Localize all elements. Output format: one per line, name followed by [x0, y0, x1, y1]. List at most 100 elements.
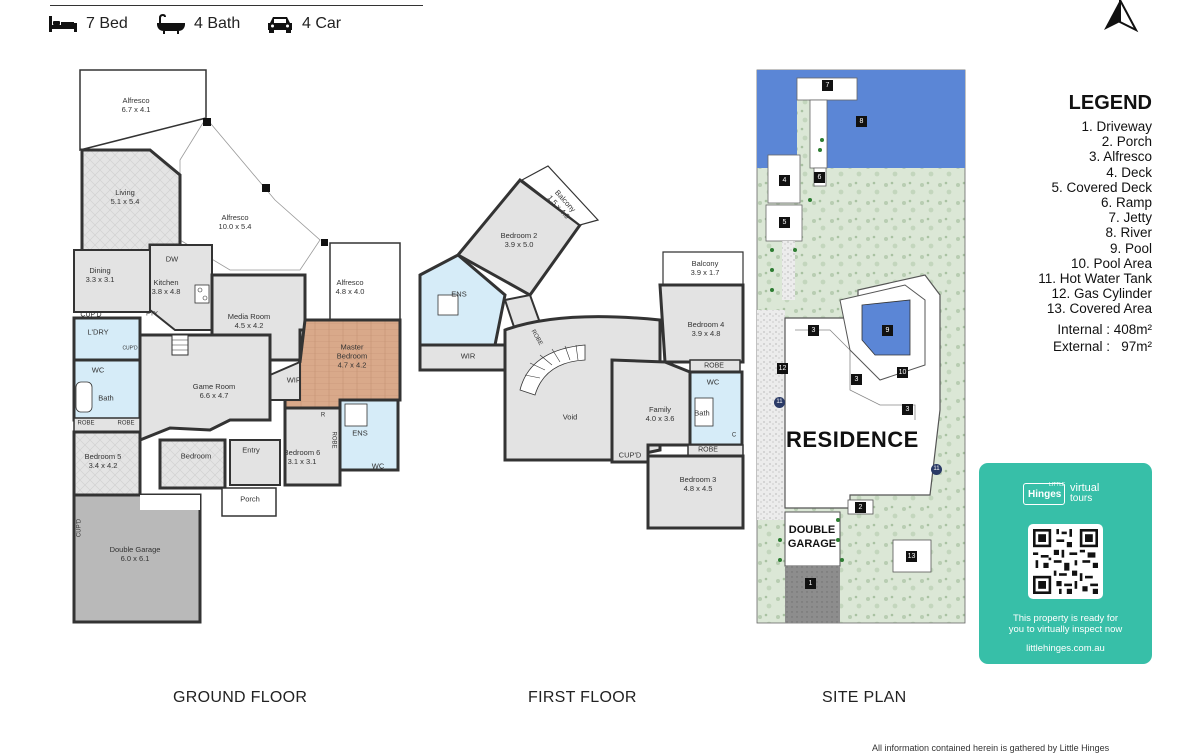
ground-bath: Bath — [98, 393, 114, 403]
legend-item: 2. Porch — [1101, 134, 1152, 150]
external-area-label: External — [1052, 338, 1103, 354]
first-family: Family 4.0 x 3.6 — [645, 405, 675, 423]
footer-disclaimer: All information contained herein is gath… — [872, 743, 1110, 753]
bath-stat: 4 Bath — [156, 14, 240, 34]
legend-item: 8. River — [1105, 225, 1152, 241]
ground-r: R — [320, 412, 326, 419]
ground-porch: Porch — [240, 494, 260, 504]
ground-alfresco-right: Alfresco 4.8 x 4.0 — [335, 278, 365, 296]
ground-alfresco-large: Alfresco 10.0 x 5.4 — [218, 213, 252, 231]
first-bath: Bath — [694, 408, 710, 418]
legend-item: 4. Deck — [1106, 164, 1152, 180]
ground-bedroom-5: Bedroom 5 3.4 x 4.2 — [84, 452, 122, 470]
car-count: 4 Car — [302, 15, 342, 32]
site-marker-9: 9 — [882, 325, 893, 336]
legend-title: LEGEND — [1068, 92, 1152, 114]
external-area-value: : 97m² — [1106, 338, 1152, 354]
legend-item: 11. Hot Water Tank — [1038, 271, 1152, 287]
first-wc: WC — [706, 377, 720, 387]
ground-dining: Dining 3.3 x 3.1 — [85, 266, 115, 284]
first-wir: WIR — [460, 351, 476, 361]
site-marker-3c: 3 — [902, 404, 913, 415]
site-marker-4: 4 — [779, 175, 790, 186]
ground-bedroom: Bedroom — [180, 451, 212, 461]
product-name-1: virtual — [1070, 482, 1100, 494]
site-marker-10: 10 — [897, 367, 908, 378]
legend-item: 13. Covered Area — [1046, 301, 1152, 317]
site-marker-3a: 3 — [808, 325, 819, 336]
site-marker-12: 12 — [777, 363, 788, 374]
badge-message: This property is ready for you to virtua… — [1008, 613, 1123, 635]
first-balcony-2: Balcony 3.9 x 1.7 — [690, 259, 720, 277]
header-rule — [50, 5, 423, 6]
qr-code[interactable] — [1028, 524, 1103, 599]
internal-area-label: Internal — [1057, 321, 1103, 337]
first-cupd: CUP'D — [618, 450, 642, 460]
legend-item: 7. Jetty — [1108, 210, 1152, 226]
house-outline-icon — [1023, 483, 1065, 505]
ground-entry: Entry — [242, 445, 260, 455]
ground-ensuite: ENS — [352, 428, 368, 438]
ground-dw: DW — [165, 254, 179, 264]
legend-item: 10. Pool Area — [1070, 255, 1152, 271]
legend-item: 12. Gas Cylinder — [1051, 286, 1152, 302]
product-name-2: tours — [1070, 493, 1093, 504]
first-floor-label: FIRST FLOOR — [528, 689, 637, 706]
site-marker-11a: 11 — [774, 397, 785, 408]
site-marker-1: 1 — [805, 578, 816, 589]
ground-floor-label: GROUND FLOOR — [173, 689, 308, 706]
first-bedroom-4: Bedroom 4 3.9 x 4.8 — [687, 320, 725, 338]
bathtub-icon — [157, 14, 185, 34]
brand-logo: LITTLE Hinges virtual tours — [1023, 481, 1108, 507]
ground-cupd-1: CUP'D — [80, 311, 102, 319]
ground-cupd-2: CUP'D — [122, 345, 138, 352]
brand-name: Hinges — [1028, 489, 1062, 500]
first-void: Void — [562, 412, 578, 422]
legend-item: 5. Covered Deck — [1051, 179, 1152, 195]
ground-robe-1: ROBE — [77, 420, 95, 427]
site-garage-label: DOUBLE GARAGE — [787, 524, 837, 550]
site-marker-8: 8 — [856, 116, 867, 127]
ground-robe-2: ROBE — [117, 420, 135, 427]
virtual-tour-badge[interactable]: LITTLE Hinges virtual tours This — [979, 463, 1152, 664]
badge-url[interactable]: littlehinges.com.au — [1026, 643, 1105, 654]
site-plan-label: SITE PLAN — [822, 689, 907, 706]
site-marker-11b: 11 — [931, 464, 942, 475]
legend-item: 6. Ramp — [1100, 195, 1152, 211]
first-robe-3: ROBE — [698, 446, 718, 454]
first-robe-2: ROBE — [704, 362, 724, 370]
internal-area-value: : 408m² — [1106, 321, 1152, 337]
first-c: C — [731, 432, 737, 439]
ground-kitchen: Kitchen 3.8 x 4.8 — [151, 278, 181, 296]
bath-count: 4 Bath — [194, 15, 241, 32]
first-bedroom-2: Bedroom 2 3.9 x 5.0 — [500, 231, 538, 249]
legend: LEGEND 1. Driveway 2. Porch 3. Alfresco … — [1038, 92, 1152, 355]
ground-alfresco-top: Alfresco 6.7 x 4.1 — [121, 96, 151, 114]
ground-wc-2: WC — [371, 461, 385, 471]
bed-stat: 7 Bed — [48, 14, 128, 34]
external-area: External : 97m² — [1038, 338, 1152, 355]
site-marker-3b: 3 — [851, 374, 862, 385]
ground-wc: WC — [91, 365, 105, 375]
brand-small: LITTLE — [1049, 482, 1066, 488]
qr-code-icon — [1033, 529, 1098, 594]
bed-icon — [49, 16, 77, 32]
legend-item: 3. Alfresco — [1088, 149, 1152, 165]
north-arrow-icon — [1104, 0, 1139, 33]
ground-pantry: PTY — [146, 311, 158, 318]
car-icon — [268, 17, 292, 33]
first-bedroom-3: Bedroom 3 4.8 x 4.5 — [679, 475, 717, 493]
legend-item: 1. Driveway — [1081, 119, 1152, 134]
legend-item: 9. Pool — [1109, 240, 1152, 256]
ground-bedroom-6: Bedroom 6 3.1 x 3.1 — [283, 448, 321, 466]
ground-living: Living 5.1 x 5.4 — [110, 188, 140, 206]
ground-media-room: Media Room 4.5 x 4.2 — [227, 312, 271, 330]
first-ensuite: ENS — [451, 289, 467, 299]
ground-master-bedroom: Master Bedroom 4.7 x 4.2 — [336, 342, 368, 370]
ground-game-room: Game Room 6.6 x 4.7 — [192, 382, 236, 400]
ground-laundry: L'DRY — [87, 327, 109, 337]
site-marker-2: 2 — [855, 502, 866, 513]
